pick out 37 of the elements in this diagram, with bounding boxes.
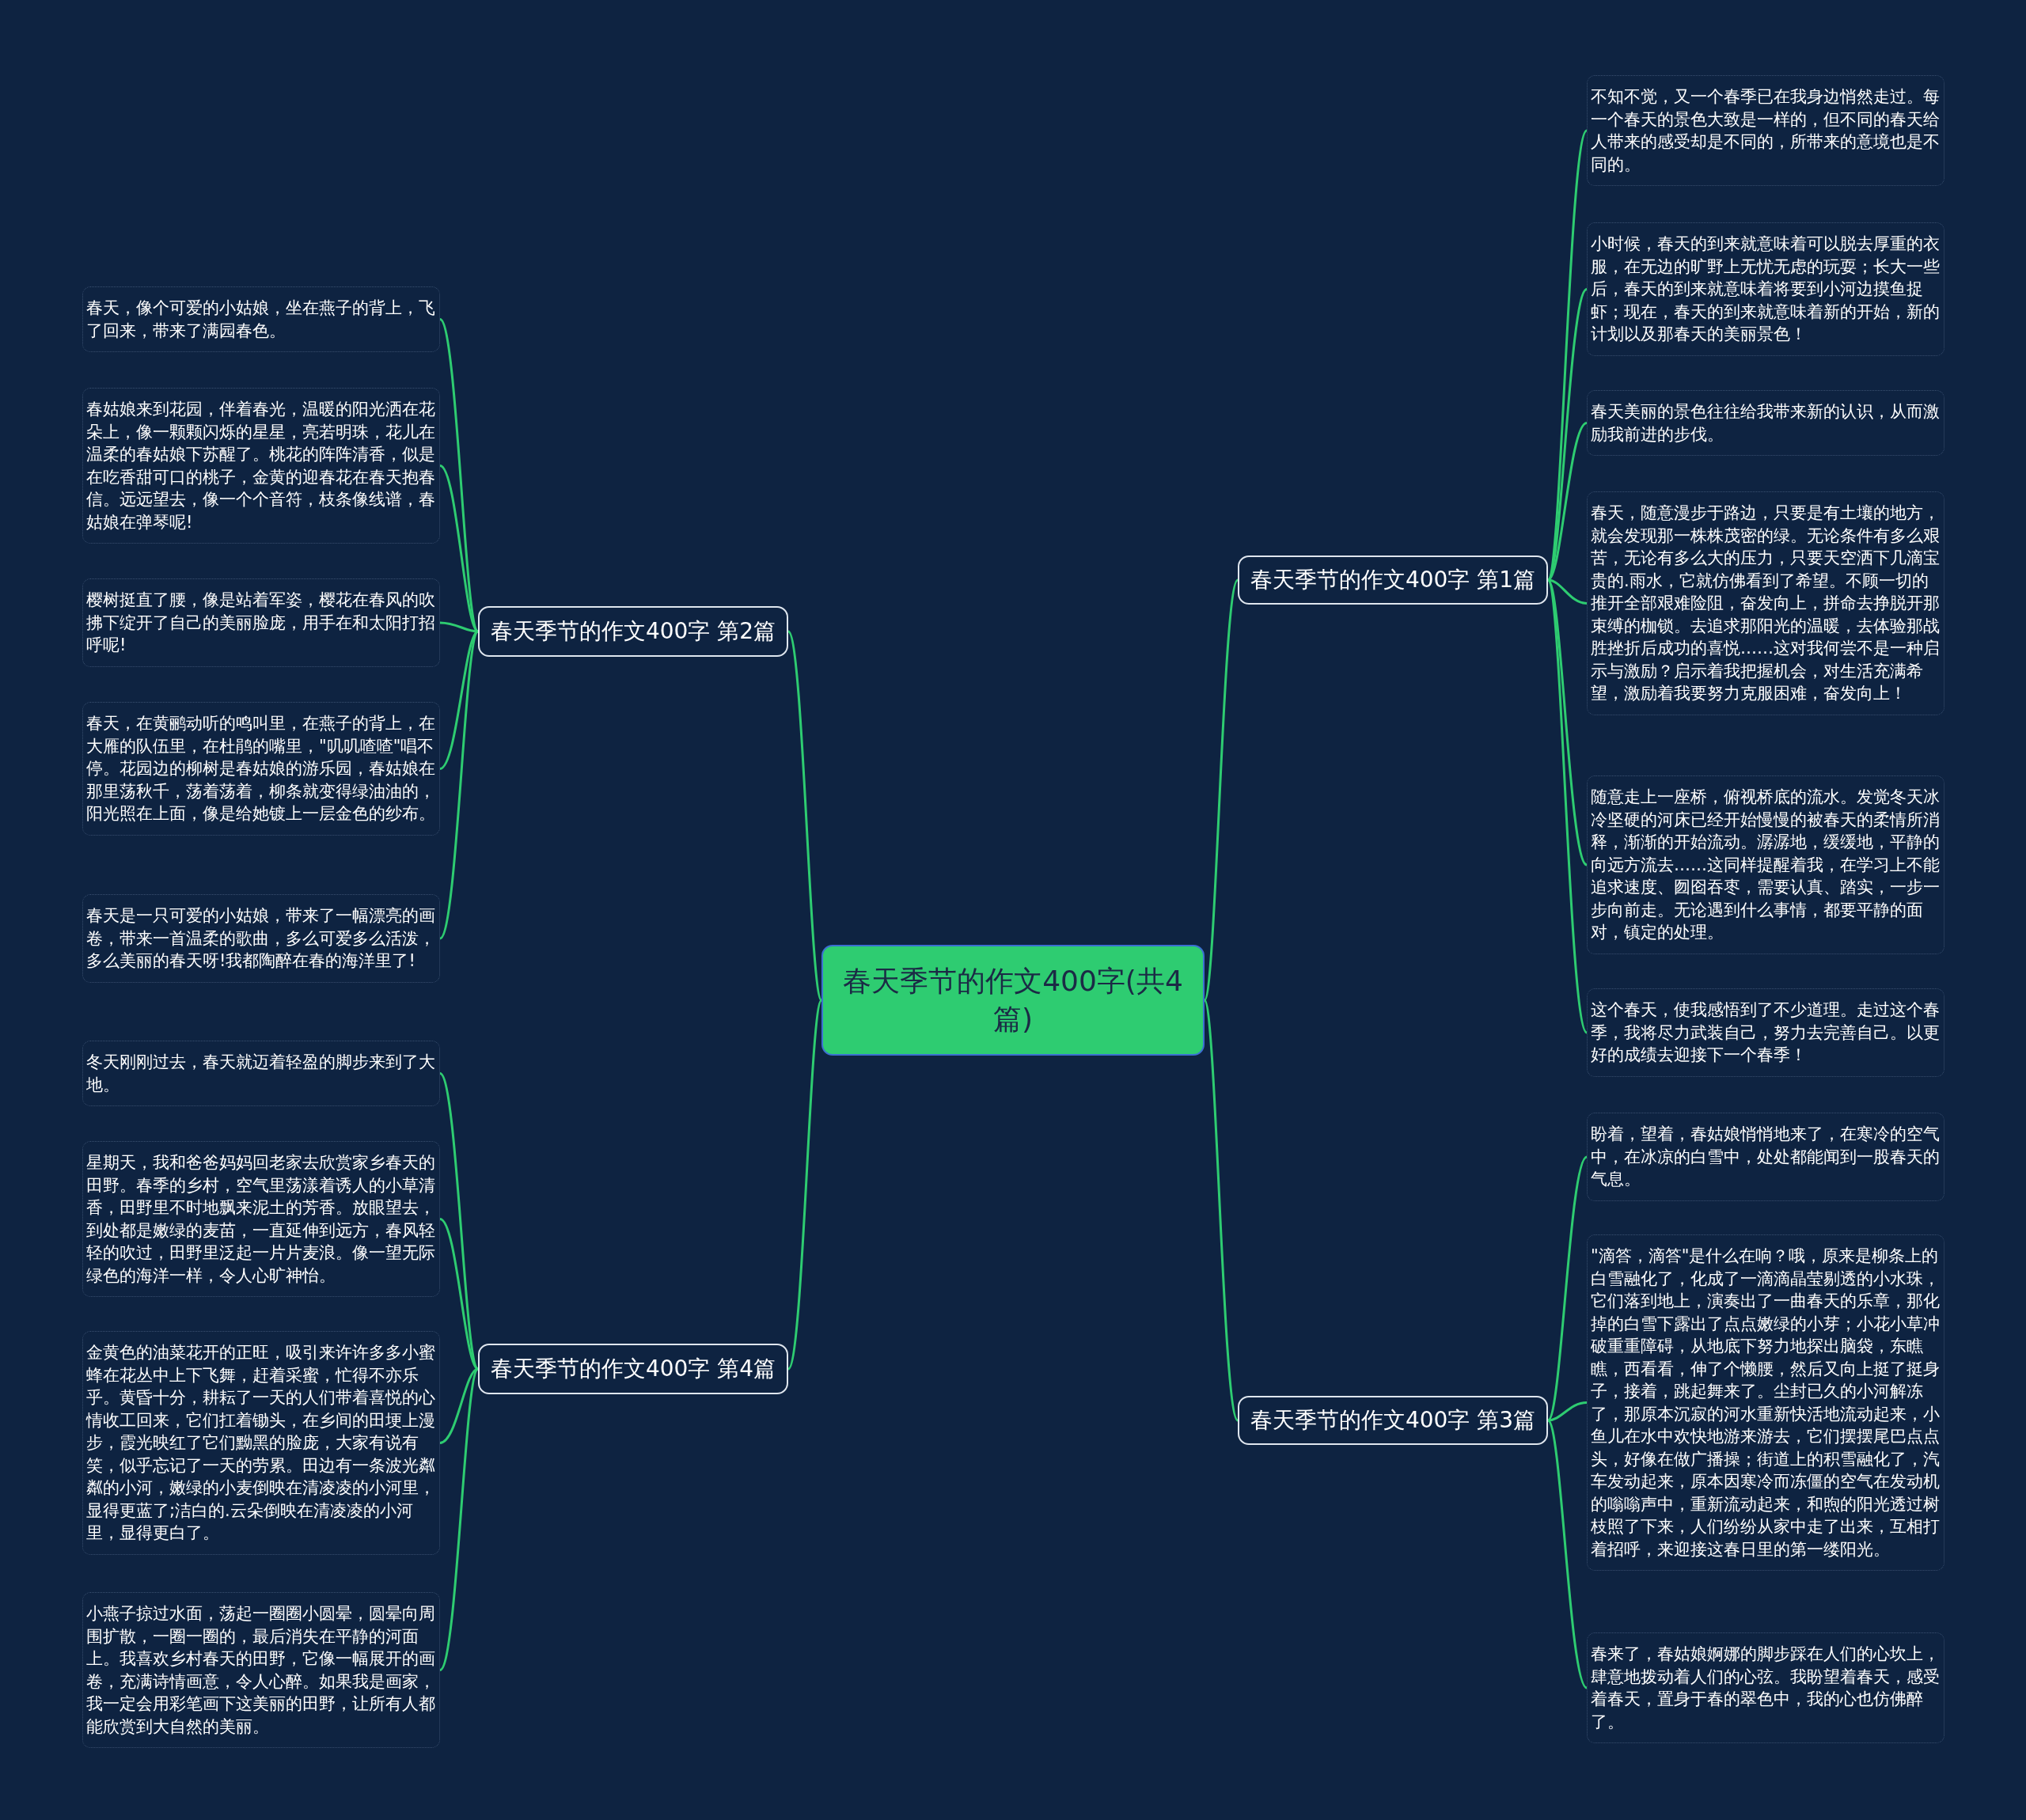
connector-line bbox=[1547, 1401, 1588, 1422]
branch-topic-box: 春天季节的作文400字 第3篇 bbox=[1238, 1396, 1548, 1445]
connector-line bbox=[1203, 579, 1239, 1001]
branch-topic-box: 春天季节的作文400字 第1篇 bbox=[1238, 555, 1548, 605]
text-card: 春天是一只可爱的小姑娘，带来了一幅漂亮的画卷，带来一首温柔的歌曲，多么可爱多么活泼，多么美丽的春天呀!我都陶醉在春的海洋里了! bbox=[82, 894, 440, 983]
connector-line bbox=[438, 1072, 480, 1370]
connector-line bbox=[787, 999, 823, 1370]
connector-line bbox=[439, 1367, 479, 1444]
text-card: 金黄色的油菜花开的正旺，吸引来许许多多小蜜蜂在花丛中上下飞舞，赶着采蜜，忙得不亦乐乎。黄昏十分，耕耘了一天的人们带着喜悦的心情收工回来，它们扛着锄头，在乡间的田埂上漫步，霞光映红了它们黝黑的脸庞，大家有说有笑，似乎忘记了一天的劳累。田边有一条波光粼粼的小河，嫩绿的小麦倒映在清凌凌的小河里，显得更蓝了;洁白的.云朵倒映在清凌凌的小河里，显得更白了。 bbox=[82, 1331, 440, 1555]
text-card: 小燕子掠过水面，荡起一圈圈小圆晕，圆晕向周围扩散，一圈一圈的，最后消失在平静的河面上。我喜欢乡村春天的田野，它像一幅展开的画卷，充满诗情画意，令人心醉。如果我是画家，我一定会用彩笔画下这美丽的田野，让所有人都能欣赏到大自然的美丽。 bbox=[82, 1592, 440, 1748]
text-card: 冬天刚刚过去，春天就迈着轻盈的脚步来到了大地。 bbox=[82, 1041, 440, 1106]
text-card: 小时候，春天的到来就意味着可以脱去厚重的衣服，在无边的旷野上无忧无虑的玩耍；长大一些后，春天的到来就意味着将要到小河边摸鱼捉虾；现在，春天的到来就意味着新的开始，新的计划以及那春天的美丽景色！ bbox=[1587, 222, 1944, 356]
text-card: 春来了，春姑娘婀娜的脚步踩在人们的心坎上，肆意地拨动着人们的心弦。我盼望着春天，感受着春天，置身于春的翠色中，我的心也仿佛醉了。 bbox=[1587, 1632, 1944, 1743]
connector-line bbox=[787, 631, 823, 1001]
text-card: 樱树挺直了腰，像是站着军姿，樱花在春风的吹拂下绽开了自己的美丽脸庞，用手在和太阳打招呼呢! bbox=[82, 578, 440, 667]
text-card: 星期天，我和爸爸妈妈回老家去欣赏家乡春天的田野。春季的乡村，空气里荡漾着诱人的小草清香，田野里不时地飘来泥土的芳香。放眼望去，到处都是嫩绿的麦苗，一直延伸到远方，春风轻轻的吹过，田野里泛起一片片麦浪。像一望无际绿色的海洋一样，令人心旷神怡。 bbox=[82, 1141, 440, 1297]
text-card: 春天，像个可爱的小姑娘，坐在燕子的背上，飞了回来，带来了满园春色。 bbox=[82, 286, 440, 352]
central-topic-box: 春天季节的作文400字(共4篇) bbox=[821, 945, 1205, 1056]
connector-line bbox=[1547, 578, 1588, 605]
connector-line bbox=[1546, 1156, 1588, 1421]
text-card: 这个春天，使我感悟到了不少道理。走过这个春季，我将尽力武装自己，努力去完善自己。以更好的成绩去迎接下一个春季！ bbox=[1587, 988, 1944, 1077]
text-card: "滴答，滴答"是什么在响？哦，原来是柳条上的白雪融化了，化成了一滴滴晶莹剔透的小水珠，它们落到地上，演奏出了一曲春天的乐章，那化掉的白雪下露出了点点嫩绿的小芽；小花小草冲破重重障碍，从地底下努力地探出脑袋，东瞧瞧，西看看，伸了个懒腰，然后又向上挺了挺身子，接着，跳起舞来了。尘封已久的小河解冻了，那原本沉寂的河水重新快活地流动起来，小鱼儿在水中欢快地游来游去，它们摆摆尾巴点点头，好像在做广播操；街道上的积雪融化了，汽车发动起来，原本因寒冷而冻僵的空气在发动机的嗡嗡声中，重新流动起来，和煦的阳光透过树枝照了下来，人们纷纷从家中走了出来，互相打着招呼，来迎接这春日里的第一缕阳光。 bbox=[1587, 1234, 1944, 1571]
text-card: 盼着，望着，春姑娘悄悄地来了，在寒冷的空气中，在冰凉的白雪中，处处都能闻到一股春天的气息。 bbox=[1587, 1113, 1944, 1201]
connector-line bbox=[438, 631, 480, 939]
text-card: 春天，在黄鹂动听的鸣叫里，在燕子的背上，在大雁的队伍里，在杜鹃的嘴里，"叽叽喳喳"唱不停。花园边的柳树是春姑娘的游乐园，春姑娘在那里荡秋千，荡着荡着，柳条就变得绿油油的，阳光照在上面，像是给她镀上一层金色的纱布。 bbox=[82, 702, 440, 836]
connector-line bbox=[1546, 579, 1588, 1033]
connector-line bbox=[439, 1218, 479, 1371]
connector-line bbox=[1546, 1420, 1588, 1689]
text-card: 春姑娘来到花园，伴着春光，温暖的阳光洒在花朵上，像一颗颗闪烁的星星，亮若明珠，花儿在温柔的春姑娘下苏醒了。桃花的阵阵清香，似是在吃香甜可口的桃子，金黄的迎春花在春天抱春信。远远望去，像一个个音符，枝条像线谱，春姑娘在弹琴呢! bbox=[82, 388, 440, 544]
text-card: 春天美丽的景色往往给我带来新的认识，从而激励我前进的步伐。 bbox=[1587, 390, 1944, 456]
connector-line bbox=[438, 1368, 480, 1671]
branch-topic-box: 春天季节的作文400字 第2篇 bbox=[478, 606, 788, 657]
text-card: 随意走上一座桥，俯视桥底的流水。发觉冬天冰冷坚硬的河床已经开始慢慢的被春天的柔情所消释，渐渐的开始流动。潺潺地，缓缓地，平静的向远方流去……这同样提醒着我，在学习上不能追求速度、囫囵吞枣，需要认真、踏实，一步一步向前走。无论遇到什么事情，都要平静的面对，镇定的处理。 bbox=[1587, 775, 1944, 954]
branch-topic-box: 春天季节的作文400字 第4篇 bbox=[478, 1344, 788, 1394]
connector-line bbox=[1203, 999, 1239, 1421]
text-card: 不知不觉，又一个春季已在我身边悄然走过。每一个春天的景色大致是一样的，但不同的春天给人带来的感受却是不同的，所带来的意境也是不同的。 bbox=[1587, 75, 1944, 186]
text-card: 春天，随意漫步于路边，只要是有土壤的地方，就会发现那一株株茂密的绿。无论条件有多么艰苦，无论有多么大的压力，只要天空洒下几滴宝贵的.雨水，它就仿佛看到了希望。不顾一切的推开全部艰难险阻，奋发向上，拼命去挣脱开那束缚的枷锁。去追求那阳光的温暖，去体验那战胜挫折后成功的喜悦……这对我何尝不是一种启示与激励？启示着我把握机会，对生活充满希望，激励着我要努力克服困难，奋发向上！ bbox=[1587, 491, 1944, 715]
